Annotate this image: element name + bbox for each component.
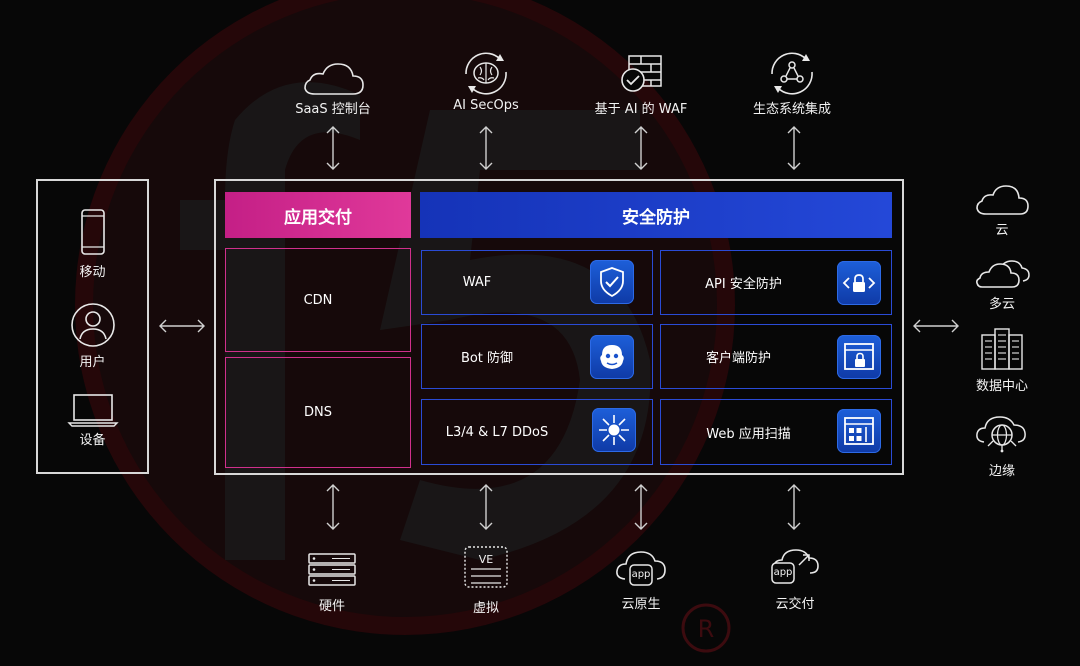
security-tile [592, 408, 636, 452]
client-item-label: 用户 [79, 355, 106, 370]
mobile-phone-icon [81, 209, 105, 255]
cloud-icon [976, 185, 1029, 215]
security-item-web-scan: Web 应用扫描 [660, 399, 892, 465]
deploy-item-label: 云交付 [775, 597, 815, 612]
target-item-label: 云 [995, 223, 1009, 238]
security-item-bot: Bot 防御 [421, 324, 653, 389]
vertical-arrow-bottom-3 [634, 484, 648, 530]
security-tile [590, 335, 634, 379]
client-item-device: 设备 [36, 392, 149, 452]
app-delivery-dns: DNS [225, 357, 411, 468]
security-item-label: 客户端防护 [705, 351, 771, 366]
deploy-item-cloud-delivered: app 云交付 [755, 543, 835, 615]
top-item-label: AI SecOps [453, 98, 519, 113]
client-item-user: 用户 [36, 302, 149, 372]
web-scan-icon [844, 417, 874, 445]
target-item-data-center: 数据中心 [962, 327, 1042, 395]
deploy-item-label: 硬件 [318, 599, 345, 614]
top-item-label: 基于 AI 的 WAF [594, 102, 688, 117]
client-panel [36, 179, 149, 474]
top-item-ai-waf: 基于 AI 的 WAF [581, 50, 701, 118]
shield-check-icon [600, 267, 624, 298]
target-item-label: 多云 [988, 297, 1015, 312]
client-item-label: 设备 [79, 433, 106, 448]
ve-badge-text: VE [478, 553, 494, 566]
vertical-arrow-top-1 [326, 126, 340, 170]
security-item-label: Bot 防御 [460, 351, 514, 366]
target-item-cloud: 云 [962, 180, 1042, 238]
horizontal-arrow-left [159, 319, 205, 333]
multi-cloud-icon [976, 260, 1030, 288]
security-item-ddos: L3/4 & L7 DDoS [421, 399, 653, 465]
target-item-multi-cloud: 多云 [962, 251, 1042, 313]
security-item-label: Web 应用扫描 [706, 426, 791, 442]
app-badge-text: app [631, 569, 651, 580]
security-tile [837, 409, 881, 453]
target-item-label: 边缘 [988, 464, 1015, 479]
security-item-label: WAF [462, 275, 492, 290]
security-tile [590, 260, 634, 304]
target-item-label: 数据中心 [975, 379, 1028, 394]
firewall-check-icon [621, 55, 662, 92]
app-delivery-header: 应用交付 [225, 192, 411, 238]
top-item-saas-console: SaaS 控制台 [283, 58, 383, 118]
ecosystem-nodes-icon [771, 52, 813, 95]
security-tile [837, 335, 881, 379]
vertical-arrow-bottom-2 [479, 484, 493, 530]
deploy-item-label: 云原生 [621, 597, 661, 612]
vertical-arrow-top-4 [787, 126, 801, 170]
app-delivery-item-label: DNS [304, 405, 332, 420]
vertical-arrow-bottom-1 [326, 484, 340, 530]
app-badge-text: app [773, 567, 793, 578]
client-item-mobile: 移动 [36, 208, 149, 280]
vertical-arrow-bottom-4 [787, 484, 801, 530]
deploy-item-hardware: 硬件 [292, 549, 372, 615]
deploy-item-virtual: VE 虚拟 [446, 545, 526, 616]
app-delivery-item-label: CDN [303, 292, 333, 308]
cloud-app-icon [616, 551, 666, 586]
client-item-label: 移动 [79, 265, 106, 280]
security-item-label: API 安全防护 [705, 277, 782, 292]
ddos-burst-icon [599, 415, 629, 445]
vertical-arrow-top-3 [634, 126, 648, 170]
platform-panel [214, 179, 904, 475]
top-item-label: SaaS 控制台 [295, 102, 371, 117]
cloud-app-delivery-icon [771, 549, 819, 584]
cloud-icon [304, 63, 364, 95]
security-header: 安全防护 [420, 192, 892, 238]
top-item-ai-secops: AI SecOps [436, 50, 536, 118]
edge-globe-icon [976, 416, 1026, 453]
target-item-edge: 边缘 [962, 408, 1042, 479]
user-icon [71, 303, 115, 347]
security-item-waf: WAF [421, 250, 653, 315]
brain-cycle-icon [465, 52, 507, 95]
security-item-api: API 安全防护 [660, 250, 892, 315]
bot-face-icon [600, 345, 624, 369]
deploy-item-cloud-native: app 云原生 [601, 543, 681, 615]
svg-text:R: R [698, 615, 715, 643]
security-item-label: L3/4 & L7 DDoS [445, 424, 549, 440]
vertical-arrow-top-2 [479, 126, 493, 170]
top-item-label: 生态系统集成 [752, 102, 831, 117]
top-item-ecosystem: 生态系统集成 [742, 50, 842, 118]
browser-lock-icon [844, 343, 874, 370]
hardware-server-icon [308, 553, 356, 586]
security-tile [837, 261, 881, 305]
virtual-ve-icon [464, 546, 508, 588]
horizontal-arrow-right [913, 319, 959, 333]
deploy-item-label: 虚拟 [472, 601, 499, 616]
data-center-icon [981, 328, 1023, 370]
api-lock-icon [842, 274, 876, 292]
app-delivery-cdn: CDN [225, 248, 411, 352]
security-item-client-side: 客户端防护 [660, 324, 892, 389]
laptop-icon [67, 394, 119, 427]
